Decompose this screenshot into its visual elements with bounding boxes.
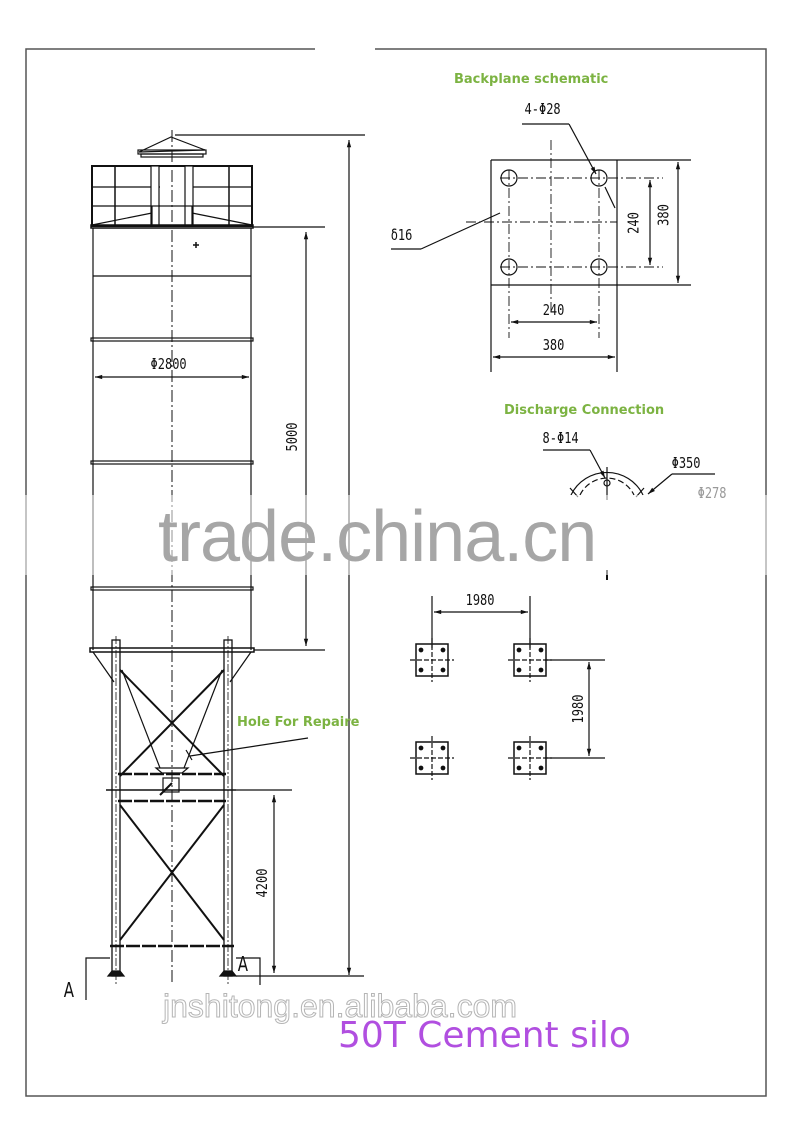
hole-for-repair-callout: Hole For Repaire: [237, 715, 360, 730]
base-plate-1: [410, 638, 454, 682]
discharge-bolts-label: 8-Φ14: [542, 429, 579, 447]
backplane-holes-label: 4-Φ28: [524, 100, 561, 118]
base-plate-3: [410, 736, 454, 780]
foundation-plan: [410, 596, 605, 780]
cylinder-height-dim: 5000: [283, 422, 302, 452]
backplane-schematic: [391, 123, 691, 372]
base-plate-4: [508, 736, 552, 780]
discharge-pcd-label: Φ278: [697, 484, 727, 502]
section-marker-left: A: [63, 978, 74, 1002]
silo-elevation: [85, 130, 364, 1000]
section-marker-right: A: [237, 952, 248, 976]
base-plate-2: [508, 638, 552, 682]
backplane-inner-h-dim: 240: [542, 301, 565, 319]
foundation-h-dim: 1980: [465, 591, 495, 609]
leg-height-dim: 4200: [253, 868, 272, 898]
backplane-heading: Backplane schematic: [454, 72, 609, 87]
backplane-inner-v-dim: 240: [624, 212, 643, 234]
discharge-outer-dia-label: Φ350: [671, 454, 701, 472]
watermark-trade-china: trade.china.cn: [158, 497, 597, 577]
backplane-outer-v-dim: 380: [654, 204, 673, 226]
drawing-title: 50T Cement silo: [338, 1015, 631, 1056]
discharge-heading: Discharge Connection: [504, 403, 665, 418]
watermark-alibaba: jnshitong.en.alibaba.com: [162, 988, 518, 1025]
backplane-thickness-label: δ16: [390, 226, 413, 244]
backplane-outer-h-dim: 380: [542, 336, 565, 354]
foundation-v-dim: 1980: [569, 694, 588, 724]
diameter-dim: Φ2800: [150, 355, 187, 373]
